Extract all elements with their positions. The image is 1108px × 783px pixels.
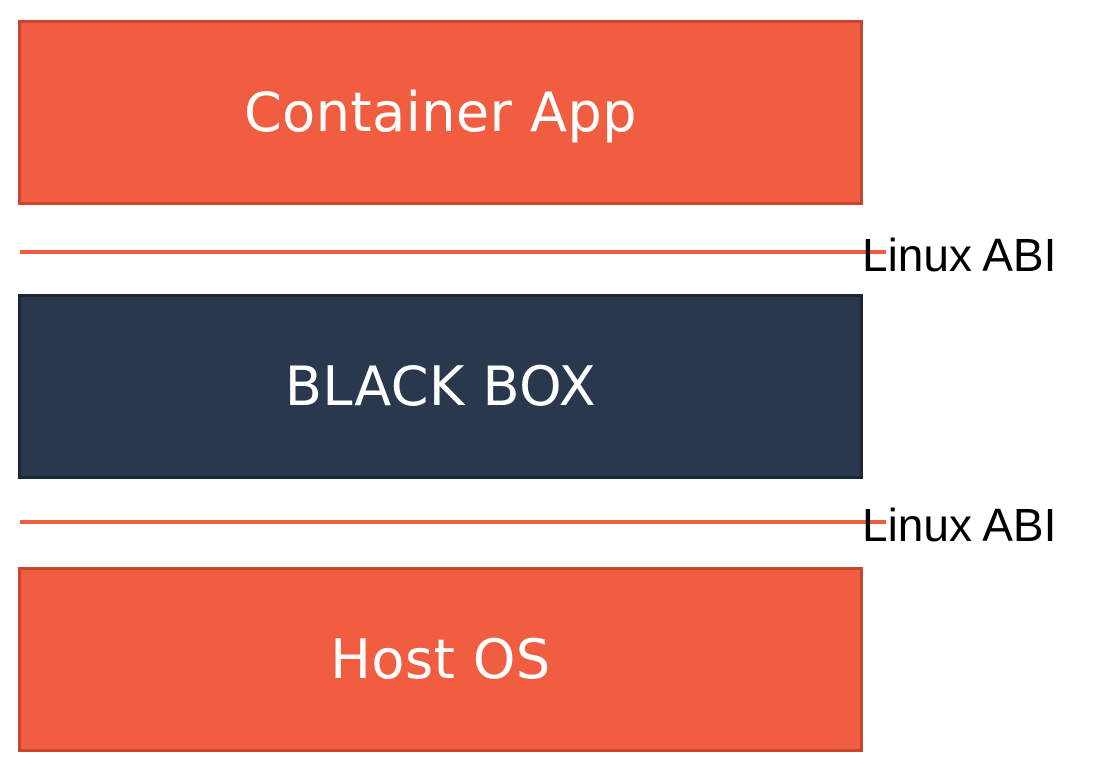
host-os-layer: Host OS (18, 567, 863, 752)
container-app-label: Container App (243, 81, 638, 144)
linux-abi-line-bottom (20, 520, 886, 524)
black-box-layer: BLACK BOX (18, 294, 863, 479)
linux-abi-line-top (20, 250, 886, 254)
black-box-label: BLACK BOX (284, 355, 597, 418)
linux-abi-label-top: Linux ABI (862, 229, 1057, 281)
host-os-label: Host OS (330, 628, 551, 691)
container-app-layer: Container App (18, 20, 863, 205)
linux-abi-label-bottom: Linux ABI (862, 499, 1057, 551)
